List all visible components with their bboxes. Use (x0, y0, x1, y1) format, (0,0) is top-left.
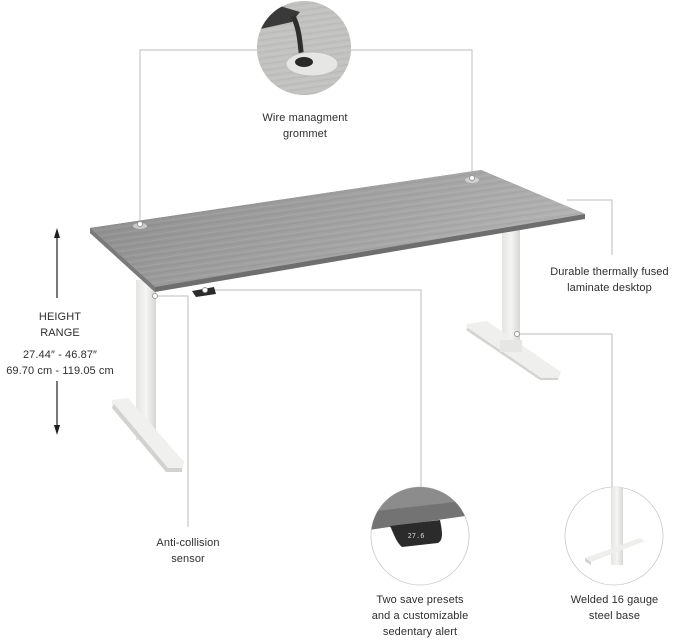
height-range-label: HEIGHT RANGE 27.44″ - 46.87″ 69.70 cm - … (0, 309, 120, 379)
callout-laminate-label: Durable thermally fused laminate desktop (550, 266, 669, 294)
left-leg (112, 280, 184, 472)
height-range-title-1: HEIGHT (38, 311, 82, 323)
height-arrow-icon (54, 228, 60, 435)
callout-dots (137, 175, 520, 337)
controller-closeup-image: 27.6 (370, 486, 470, 586)
svg-text:27.6: 27.6 (408, 532, 425, 540)
desktop (90, 170, 585, 297)
base-closeup-image (564, 486, 664, 586)
height-range-title-2: RANGE (40, 327, 80, 339)
callout-base-label: Welded 16 gauge steel base (570, 594, 659, 622)
height-range-cm: 69.70 cm - 119.05 cm (6, 365, 114, 377)
callout-anti-collision-label: Anti-collision sensor (156, 537, 220, 565)
callout-lines (139, 49, 613, 527)
callout-presets-label: Two save presets and a customizable sede… (371, 594, 469, 638)
right-leg (466, 230, 561, 380)
callout-grommet-label: Wire managment grommet (262, 112, 348, 140)
height-range-inches: 27.44″ - 46.87″ (22, 349, 98, 361)
grommet-closeup-image (257, 1, 351, 95)
